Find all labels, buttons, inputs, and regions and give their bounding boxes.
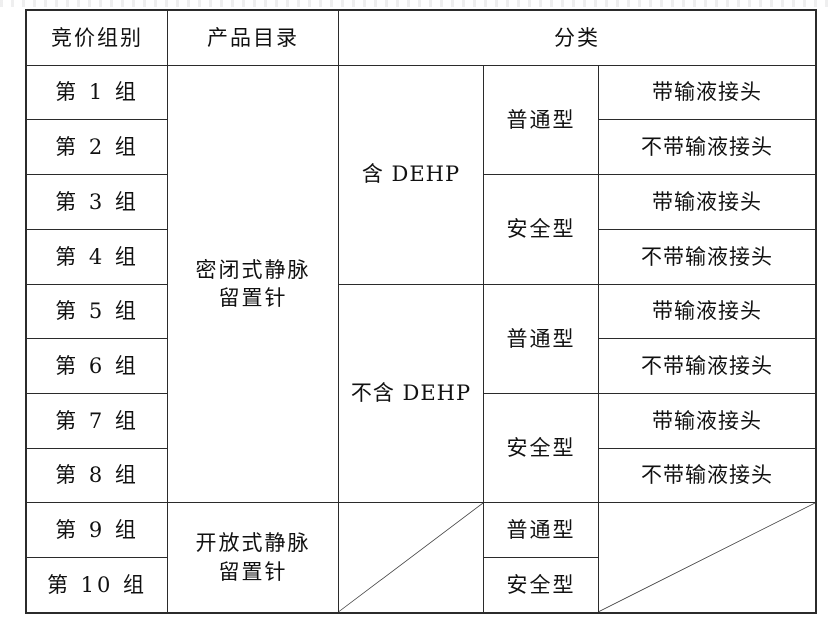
type-safety-with-dehp: 安全型	[483, 174, 599, 285]
detail-with-connector-7: 带输液接头	[597, 393, 817, 449]
dehp-with: 含 DEHP	[338, 64, 484, 285]
header-classification: 分类	[337, 10, 817, 66]
group-label-7: 第 7 组	[26, 393, 168, 449]
diagonal-slash-icon	[339, 503, 483, 612]
detail-without-connector-8: 不带输液接头	[597, 447, 817, 504]
table-row: 第 5 组 不含 DEHP 普通型 带输液接头	[26, 283, 817, 504]
type-ordinary-with-dehp: 普通型	[483, 64, 599, 176]
table-header-row: 竞价组别 产品目录 分类	[26, 10, 817, 66]
detail-without-connector-4: 不带输液接头	[597, 228, 817, 285]
table-row: 第 1 组 密闭式静脉 留置针 含 DEHP 普通型 带输液接头	[26, 64, 817, 504]
dehp-not-applicable-diagonal	[338, 502, 484, 613]
table-row: 第 10 组 安全型	[26, 557, 816, 613]
detail-not-applicable-diagonal	[597, 502, 817, 613]
table-row: 第 3 组 安全型 带输液接头	[26, 174, 817, 285]
header-product-catalog: 产品目录	[167, 10, 339, 66]
detail-with-connector-1: 带输液接头	[597, 64, 817, 121]
scan-artifact-strip	[0, 0, 831, 7]
group-label-10: 第 10 组	[26, 557, 168, 613]
catalog-open-vein-catheter: 开放式静脉 留置针	[167, 502, 339, 613]
type-safety-without-dehp: 安全型	[483, 393, 599, 504]
type-ordinary-open: 普通型	[483, 502, 599, 559]
catalog-line-1: 密闭式静脉	[195, 257, 311, 282]
detail-with-connector-5: 带输液接头	[597, 283, 817, 340]
group-label-8: 第 8 组	[26, 447, 168, 504]
classification-table-container: 竞价组别 产品目录 分类 第 1 组 密闭式静脉 留置针 含 DEHP 普通型 …	[26, 10, 817, 613]
detail-without-connector-6: 不带输液接头	[597, 338, 817, 395]
catalog-line-2: 留置针	[218, 286, 288, 311]
group-label-4: 第 4 组	[26, 228, 168, 285]
catalog-closed-vein-catheter: 密闭式静脉 留置针	[167, 64, 339, 504]
dehp-without: 不含 DEHP	[338, 283, 484, 504]
group-label-5: 第 5 组	[26, 283, 168, 340]
detail-with-connector-3: 带输液接头	[597, 174, 817, 230]
table-row: 第 7 组 安全型 带输液接头	[26, 393, 817, 504]
detail-without-connector-2: 不带输液接头	[597, 119, 817, 176]
group-label-6: 第 6 组	[26, 338, 168, 395]
table-row: 第 6 组 不带输液接头	[26, 338, 817, 395]
diagonal-slash-icon	[599, 503, 815, 612]
group-label-3: 第 3 组	[26, 174, 168, 230]
group-label-9: 第 9 组	[26, 502, 168, 559]
table-row: 第 8 组 不带输液接头	[26, 447, 817, 504]
group-label-1: 第 1 组	[26, 64, 168, 121]
table-row: 第 9 组 开放式静脉 留置针 普通型	[26, 502, 817, 613]
table-row: 第 4 组 不带输液接头	[26, 228, 817, 285]
group-label-2: 第 2 组	[26, 119, 168, 176]
type-ordinary-without-dehp: 普通型	[483, 283, 599, 395]
header-bidding-group: 竞价组别	[26, 10, 168, 66]
table-row: 第 2 组 不带输液接头	[26, 119, 817, 176]
type-safety-open: 安全型	[483, 557, 599, 613]
bidding-group-classification-table: 竞价组别 产品目录 分类 第 1 组 密闭式静脉 留置针 含 DEHP 普通型 …	[26, 10, 817, 613]
catalog-line-1: 开放式静脉	[195, 531, 311, 556]
catalog-line-2: 留置针	[218, 559, 288, 584]
